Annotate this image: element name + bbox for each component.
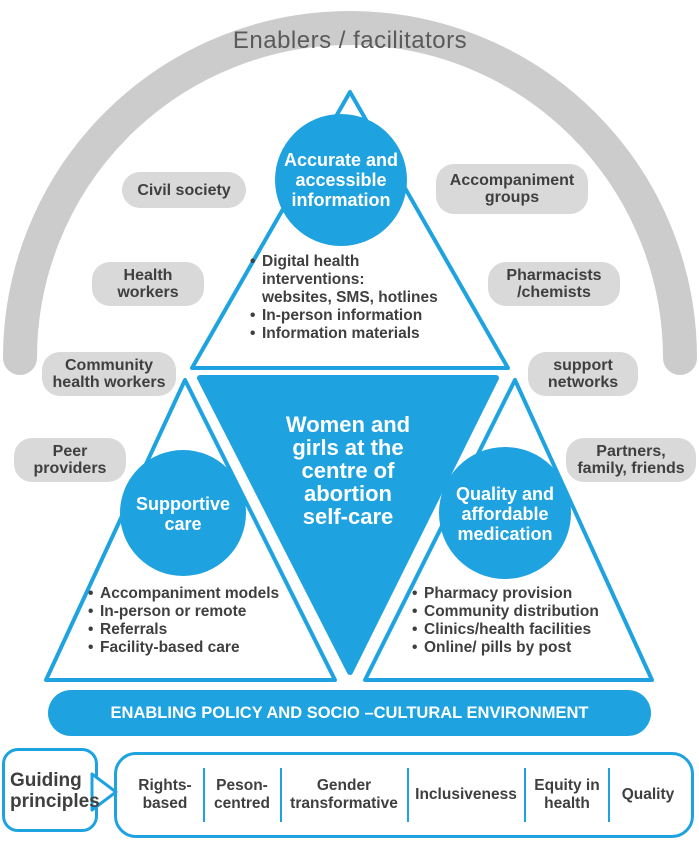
right-bullet: Community distribution [412,603,622,621]
left-bullet: In-person or remote [88,603,298,621]
left-bullet: Referrals [88,621,298,639]
left-bullets: Accompaniment models In-person or remote… [88,585,298,657]
principle-quality: Quality [621,786,675,803]
top-bullets: Digital health interventions: websites, … [250,253,450,343]
principle-divider [203,768,205,822]
top-circle [275,114,407,246]
principle-divider [280,768,282,822]
enabler-civil-society: Civil society [122,172,246,208]
center-label: Women and girls at the centre of abortio… [285,411,411,529]
right-circle [439,447,571,579]
guiding-principles-title: Guiding principles [10,770,100,812]
enabler-support-networks: support networks [528,352,638,396]
arc-title: Enablers / facilitators [232,26,468,54]
left-circle-label: Supportive care [135,494,230,534]
principle-inclusiveness: Inclusiveness [415,786,517,803]
guiding-arrow [90,772,118,812]
enabler-community-health-workers: Community health workers [42,352,176,396]
enabling-policy-banner: ENABLING POLICY AND SOCIO –CULTURAL ENVI… [48,690,651,736]
enablers-arc [3,11,697,375]
top-bullet: Information materials [250,325,450,343]
top-bullet-continuation: websites, SMS, hotlines [262,289,438,306]
right-bullet: Online/ pills by post [412,639,622,657]
principle-divider [524,768,526,822]
principle-equity-in-health: Equity in health [534,777,600,812]
enabler-peer-providers: Peer providers [14,438,126,482]
principle-divider [407,768,409,822]
right-bullets: Pharmacy provision Community distributio… [412,585,622,657]
left-circle [120,450,246,576]
left-bullet: Accompaniment models [88,585,298,603]
top-circle-label: Accurate and accessible information [283,150,399,210]
principle-person-centred: Peson- centred [214,777,270,812]
enabler-accompaniment-groups: Accompaniment groups [436,164,588,214]
top-bullet: In-person information [250,307,450,325]
top-bullet-continuation: interventions: [262,271,365,288]
principles-frame [114,752,694,838]
principle-divider [608,768,610,822]
enabler-pharmacists: Pharmacists /chemists [488,262,620,306]
right-circle-label: Quality and affordable medication [455,484,554,544]
right-bullet: Clinics/health facilities [412,621,622,639]
principle-rights-based: Rights- based [138,777,192,812]
left-bullet: Facility-based care [88,639,298,657]
top-bullet: Digital health [250,253,450,271]
principle-gender-transformative: Gender transformative [290,777,398,812]
enabler-health-workers: Health workers [92,262,204,306]
center-triangle [197,375,499,675]
enabler-partners-family: Partners, family, friends [566,438,696,482]
right-bullet: Pharmacy provision [412,585,622,603]
